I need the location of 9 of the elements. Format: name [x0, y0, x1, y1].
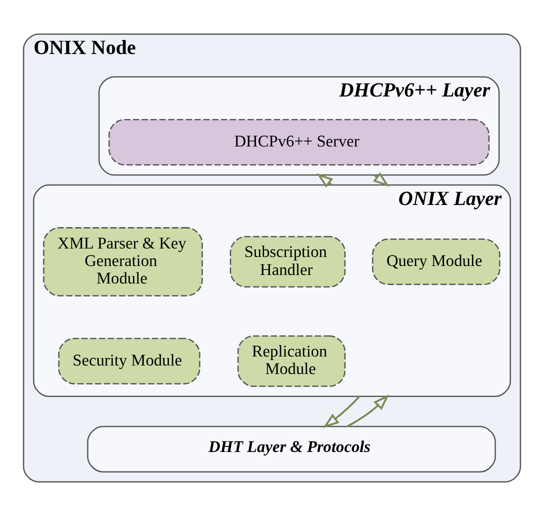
node-box: Security Module: [58, 338, 200, 384]
node-box: XML Parser & Key Generation Module: [43, 227, 203, 296]
arrow: [346, 394, 390, 428]
arrow: [322, 396, 360, 428]
node-box: DHCPv6++ Server: [108, 119, 490, 166]
node-box: DHT Layer & Protocols: [87, 426, 496, 472]
node-box: Replication Module: [237, 335, 346, 387]
node-box: Subscription Handler: [230, 236, 346, 288]
node-box: Query Module: [372, 238, 500, 286]
